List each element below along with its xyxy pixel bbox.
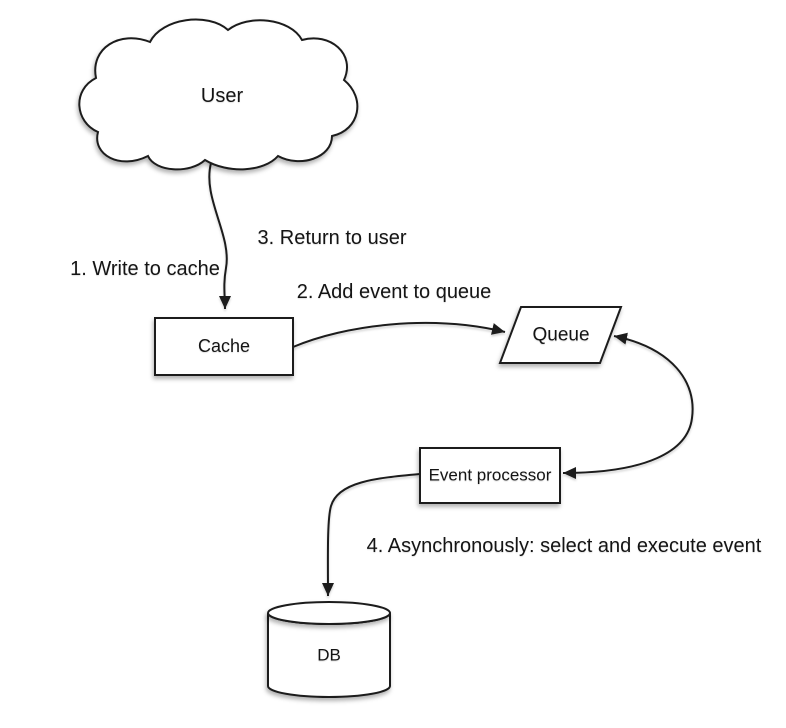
event-processor-box (419, 447, 561, 504)
edge-processor-to-db-arrow (321, 473, 421, 597)
cache-label: Cache (197, 336, 251, 357)
edge-user-to-cache-arrow (208, 162, 231, 310)
edge-label-return-to-user: 3. Return to user (257, 227, 407, 249)
db-label: DB (317, 645, 341, 665)
queue-parallelogram (498, 306, 623, 364)
edge-label-write-to-cache: 1. Write to cache (70, 258, 220, 280)
edge-label-async-select-execute: 4. Asynchronously: select and execute ev… (366, 535, 762, 557)
db-cylinder-top (267, 601, 391, 625)
event-processor-label: Event processor (428, 465, 552, 485)
cache-box (154, 317, 294, 376)
queue-label: Queue (532, 324, 590, 346)
edge-cache-to-queue-arrow (292, 322, 506, 348)
user-label: User (200, 85, 244, 107)
user-cloud-shape (78, 18, 359, 171)
edge-queue-processor-bidirectional-arrow (562, 332, 694, 479)
edge-label-add-event-to-queue: 2. Add event to queue (296, 281, 492, 303)
